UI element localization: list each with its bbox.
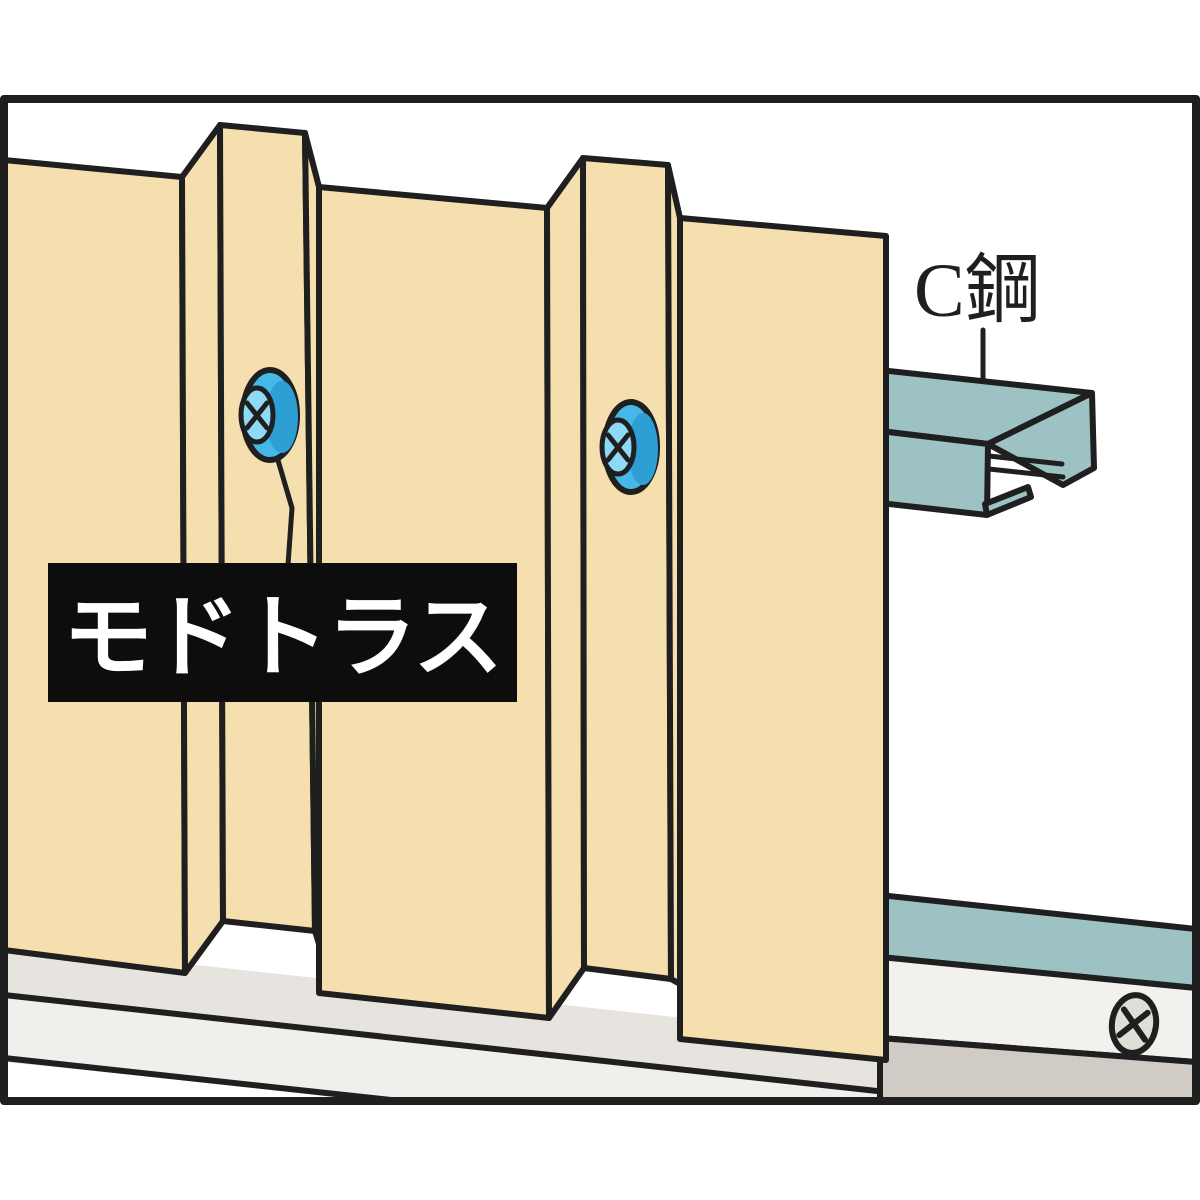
product-label: モドトラス: [48, 563, 517, 702]
c-channel-label: C鋼: [914, 249, 1041, 333]
product-label-box: [48, 563, 517, 702]
rib-screw-2-shade: [628, 413, 658, 485]
rib-2-right-slope: [665, 162, 683, 987]
c-channel-bottom-lip: [982, 484, 1034, 518]
c-channel-slot-line: [986, 453, 1065, 467]
base-edge-line-upper: [1, 992, 889, 1095]
fascia-screw-cross-icon: [1116, 1009, 1151, 1039]
rib-1-left-slope: [179, 122, 226, 976]
product-label-text: モドトラス: [63, 588, 501, 688]
rib-screw-2-cross-icon: [605, 432, 631, 463]
rib-screw-2: [599, 399, 660, 495]
c-channel-end-cap: [985, 390, 1097, 488]
c-channel: C鋼: [877, 249, 1097, 518]
c-channel-front-face: [877, 428, 991, 518]
base-rail: [1, 944, 889, 1104]
fascia-screw: [1108, 992, 1160, 1056]
product-label-leader-line: [272, 447, 295, 568]
bottom-right-structure: [877, 892, 1199, 1104]
panel-flat-3: [677, 215, 889, 1063]
illustration-frame-border: [0, 95, 1200, 1105]
rib-screw-1-cross-icon: [244, 400, 270, 431]
rib-1-front-face: [217, 122, 318, 934]
rib-2-front-face: [580, 155, 674, 982]
rib-screw-1: [238, 367, 300, 463]
base-edge-line-lower: [1, 1055, 403, 1104]
c-channel-slot-line: [986, 466, 1066, 480]
rib-screw-1-shade: [266, 381, 298, 453]
rib-2-left-slope: [544, 155, 587, 1021]
